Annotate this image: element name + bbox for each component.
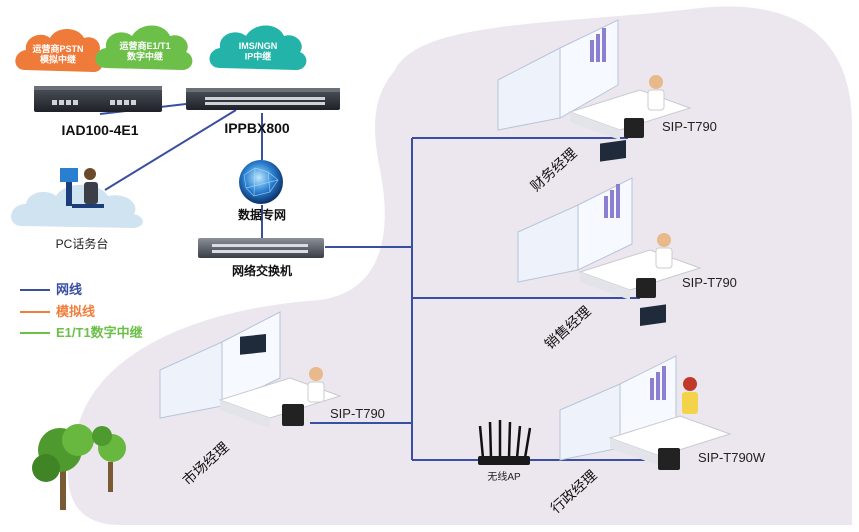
admin-phone	[658, 448, 680, 470]
ippbx-device: IPPBX800	[186, 88, 340, 136]
legend: 网线 模拟线 E1/T1数字中继	[20, 282, 143, 340]
ap-label: 无线AP	[487, 470, 521, 483]
sales-phone	[636, 278, 656, 298]
finance-phone-label: SIP-T790	[662, 119, 717, 134]
marketing-person	[309, 367, 323, 381]
iad-device: IAD100-4E1	[34, 86, 162, 138]
office-sales: SIP-T790 销售经理	[517, 140, 737, 352]
admin-person	[683, 377, 697, 391]
data-network-globe: 数据专网	[238, 160, 286, 222]
pc-monitor	[60, 168, 78, 182]
network-switch: 网络交换机	[198, 238, 324, 278]
admin-phone-label: SIP-T790W	[698, 450, 766, 465]
legend-label-analog: 模拟线	[56, 304, 95, 319]
trees-illustration	[32, 424, 126, 510]
finance-person	[649, 75, 663, 89]
sales-person	[657, 233, 671, 247]
data-network-label: 数据专网	[238, 207, 286, 222]
pc-label: PC话务台	[56, 236, 109, 251]
pc-operator	[84, 168, 96, 180]
marketing-phone	[282, 404, 304, 426]
sales-phone-label: SIP-T790	[682, 275, 737, 290]
network-cables	[99, 103, 645, 461]
switch-label: 网络交换机	[232, 263, 292, 278]
ippbx-label: IPPBX800	[224, 120, 290, 136]
office-area-background	[68, 6, 853, 526]
legend-label-e1: E1/T1数字中继	[56, 325, 143, 340]
finance-phone	[624, 118, 644, 138]
iad-label: IAD100-4E1	[61, 122, 138, 138]
marketing-phone-label: SIP-T790	[330, 406, 385, 421]
pc-console: PC话务台	[11, 168, 143, 251]
legend-label-cable: 网线	[56, 282, 82, 297]
wireless-ap: 无线AP	[478, 420, 532, 483]
office-marketing: SIP-T790 市场经理	[159, 311, 385, 488]
